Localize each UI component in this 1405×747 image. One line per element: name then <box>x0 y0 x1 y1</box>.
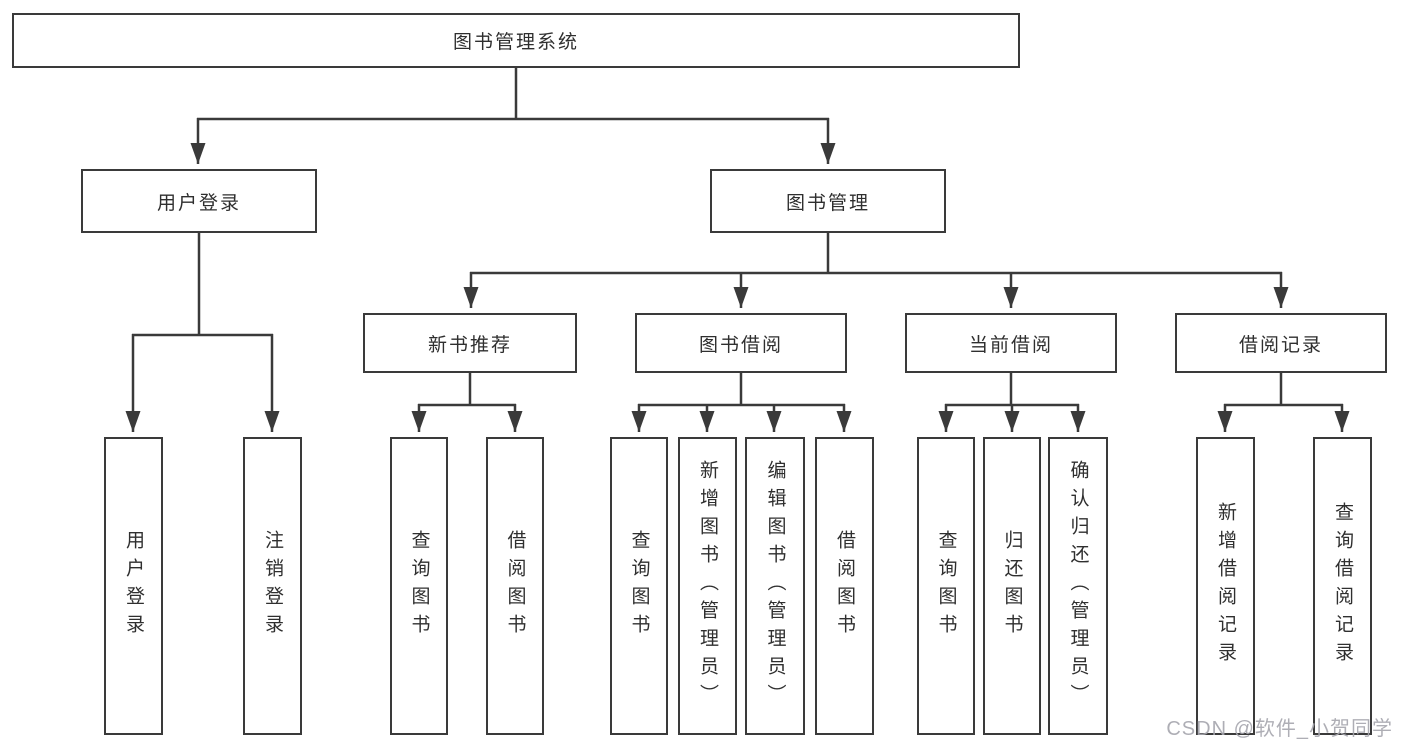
leaf-user-login-label: 用户登录 <box>123 530 144 642</box>
leaf-query-books-current: 查询图书 <box>917 437 975 735</box>
node-new-book-recommend-label: 新书推荐 <box>427 334 512 356</box>
leaf-add-books-admin: 新增图书（管理员） <box>678 437 737 735</box>
leaf-return-books: 归还图书 <box>983 437 1041 735</box>
leaf-logout-label: 注销登录 <box>262 530 283 642</box>
leaf-query-books-current-label: 查询图书 <box>935 530 957 642</box>
leaf-logout: 注销登录 <box>243 437 302 735</box>
leaf-confirm-return-admin: 确认归还（管理员） <box>1048 437 1108 735</box>
leaf-edit-books-admin: 编辑图书（管理员） <box>745 437 805 735</box>
node-current-borrowing-label: 当前借阅 <box>968 334 1053 356</box>
leaf-query-books-borrowing: 查询图书 <box>610 437 668 735</box>
leaf-add-borrow-record-label: 新增借阅记录 <box>1215 502 1236 670</box>
node-book-borrowing: 图书借阅 <box>635 313 847 373</box>
leaf-borrow-books-recommend-label: 借阅图书 <box>504 530 526 642</box>
node-user-login: 用户登录 <box>81 169 317 233</box>
leaf-query-books-borrowing-label: 查询图书 <box>628 530 650 642</box>
node-borrowing-records-label: 借阅记录 <box>1238 334 1323 356</box>
node-borrowing-records: 借阅记录 <box>1175 313 1387 373</box>
leaf-borrow-books-recommend: 借阅图书 <box>486 437 544 735</box>
node-root: 图书管理系统 <box>12 13 1020 68</box>
leaf-query-borrow-record-label: 查询借阅记录 <box>1332 502 1353 670</box>
leaf-query-borrow-record: 查询借阅记录 <box>1313 437 1372 735</box>
leaf-confirm-return-admin-label: 确认归还（管理员） <box>1067 460 1089 712</box>
leaf-add-books-admin-label: 新增图书（管理员） <box>697 460 718 712</box>
node-book-management: 图书管理 <box>710 169 946 233</box>
leaf-borrow-books-borrowing: 借阅图书 <box>815 437 874 735</box>
node-user-login-label: 用户登录 <box>156 192 241 214</box>
leaf-user-login: 用户登录 <box>104 437 163 735</box>
node-book-borrowing-label: 图书借阅 <box>698 334 783 356</box>
leaf-query-books-recommend-label: 查询图书 <box>408 530 430 642</box>
leaf-query-books-recommend: 查询图书 <box>390 437 448 735</box>
leaf-add-borrow-record: 新增借阅记录 <box>1196 437 1255 735</box>
node-current-borrowing: 当前借阅 <box>905 313 1117 373</box>
leaf-borrow-books-borrowing-label: 借阅图书 <box>834 530 855 642</box>
node-book-management-label: 图书管理 <box>785 192 870 214</box>
node-root-label: 图书管理系统 <box>452 32 579 53</box>
node-new-book-recommend: 新书推荐 <box>363 313 577 373</box>
leaf-return-books-label: 归还图书 <box>1001 530 1023 642</box>
leaf-edit-books-admin-label: 编辑图书（管理员） <box>764 460 786 712</box>
